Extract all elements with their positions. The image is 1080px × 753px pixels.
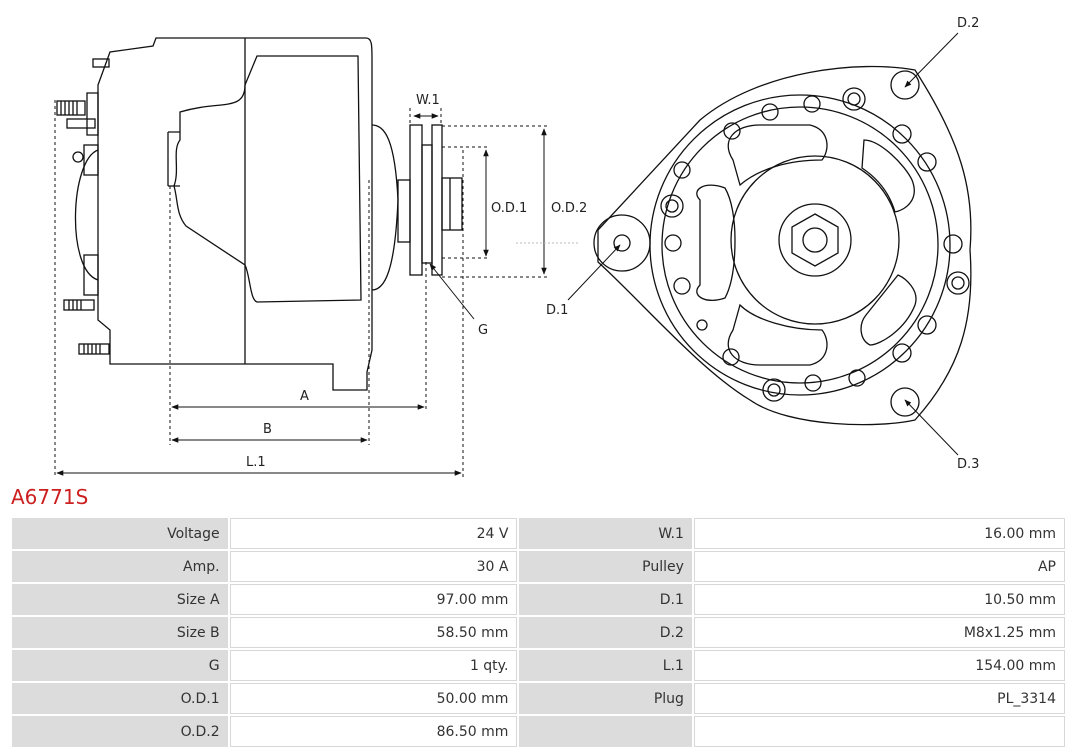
label-b: B (263, 422, 272, 437)
spec-label: D.2 (519, 617, 692, 648)
spec-label: D.1 (519, 584, 692, 615)
label-d1: D.1 (546, 303, 568, 318)
spec-label: G (12, 650, 228, 681)
spec-value: 86.50 mm (229, 716, 518, 747)
label-a: A (300, 389, 309, 404)
spec-label: Pulley (519, 551, 692, 582)
dimension-lines (54, 100, 580, 478)
label-g: G (478, 323, 488, 338)
table-row: G 1 qty. L.1 154.00 mm (12, 650, 1065, 681)
spec-label: O.D.1 (12, 683, 228, 714)
spec-label: Size A (12, 584, 228, 615)
spec-value: 154.00 mm (693, 650, 1065, 681)
spec-value: M8x1.25 mm (693, 617, 1065, 648)
table-row: Amp. 30 A Pulley AP (12, 551, 1065, 582)
spec-value: 30 A (229, 551, 518, 582)
spec-value: 50.00 mm (229, 683, 518, 714)
part-number-title: A6771S (11, 485, 89, 509)
table-row: O.D.2 86.50 mm (12, 716, 1065, 747)
label-w1: W.1 (416, 93, 440, 108)
spec-label: Plug (519, 683, 692, 714)
spec-label (519, 716, 692, 747)
spec-value: 24 V (229, 518, 518, 549)
side-view (56, 37, 463, 391)
spec-label: Size B (12, 617, 228, 648)
front-view (593, 65, 972, 426)
spec-value: 58.50 mm (229, 617, 518, 648)
spec-value: 97.00 mm (229, 584, 518, 615)
table-row: O.D.1 50.00 mm Plug PL_3314 (12, 683, 1065, 714)
label-od1: O.D.1 (491, 201, 527, 216)
spec-label: O.D.2 (12, 716, 228, 747)
spec-value (693, 716, 1065, 747)
spec-label: Amp. (12, 551, 228, 582)
table-row: Size A 97.00 mm D.1 10.50 mm (12, 584, 1065, 615)
mounting-studs (56, 58, 110, 355)
spec-label: Voltage (12, 518, 228, 549)
specification-table: Voltage 24 V W.1 16.00 mm Amp. 30 A Pull… (10, 516, 1067, 749)
spec-label: L.1 (519, 650, 692, 681)
alternator-technical-drawing: W.1 O.D.1 O.D.2 G A B L.1 D.1 D.2 D.3 (54, 16, 979, 478)
table-row: Size B 58.50 mm D.2 M8x1.25 mm (12, 617, 1065, 648)
table-row: Voltage 24 V W.1 16.00 mm (12, 518, 1065, 549)
label-d3: D.3 (957, 457, 979, 472)
spec-value: PL_3314 (693, 683, 1065, 714)
spec-value: AP (693, 551, 1065, 582)
label-l1: L.1 (246, 455, 266, 470)
spec-value: 10.50 mm (693, 584, 1065, 615)
label-od2: O.D.2 (551, 201, 587, 216)
label-d2: D.2 (957, 16, 979, 31)
front-view-leaders (567, 32, 959, 456)
spec-value: 16.00 mm (693, 518, 1065, 549)
spec-label: W.1 (519, 518, 692, 549)
spec-value: 1 qty. (229, 650, 518, 681)
